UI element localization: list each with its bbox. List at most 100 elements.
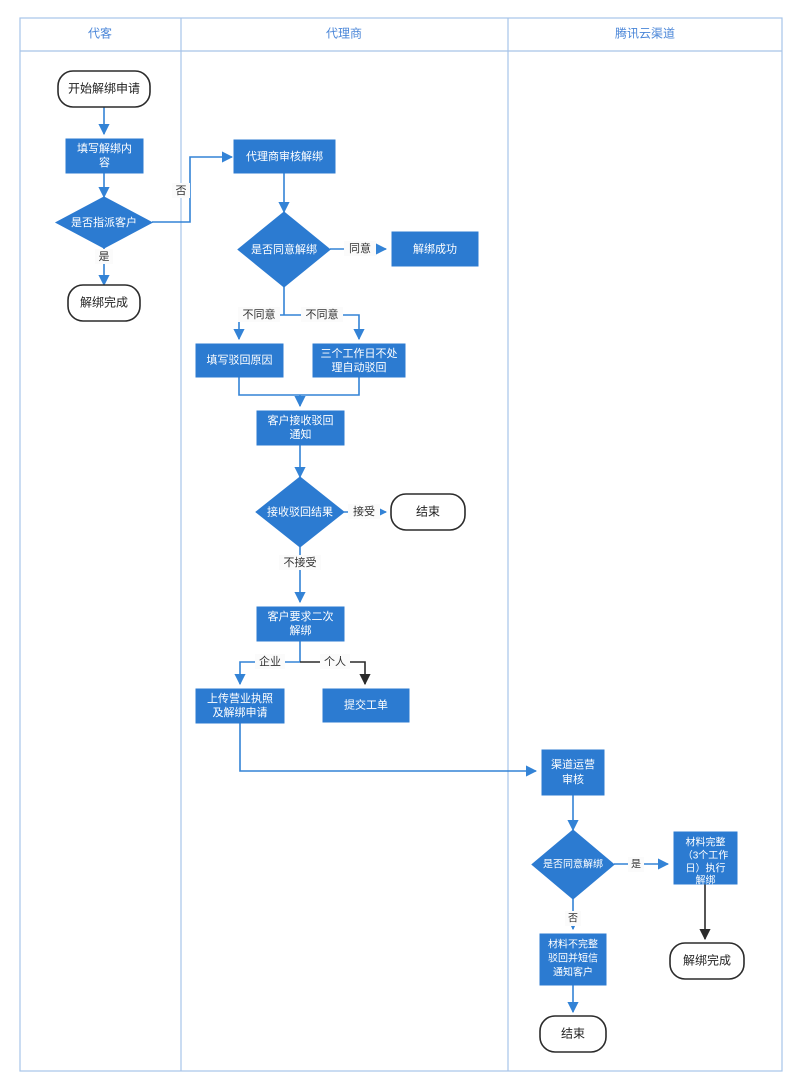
lane-header-customer: 代客 (88, 26, 112, 41)
edge-label-bg-enterprise (255, 654, 285, 669)
node-label-n13-line2: 解绑 (290, 623, 312, 637)
node-label-n13-line1: 客户要求二次 (268, 609, 334, 623)
node-unbind-complete-customer[interactable]: 解绑完成 (67, 284, 141, 322)
edge-label-bg-tc-no (565, 911, 581, 926)
node-auto-reject-3days[interactable]: 三个工作日不处 理自动驳回 (312, 343, 406, 378)
node-label-n18-line4: 解绑 (696, 874, 716, 887)
edge-reason-merge (238, 377, 300, 396)
node-customer-receive-reject-notice[interactable]: 客户接收驳回 通知 (256, 410, 345, 446)
node-label-n6: 是否同意解绑 (251, 242, 317, 256)
node-label-n2-line2: 容 (99, 155, 110, 169)
edge-label-bg-no-assign (172, 183, 190, 198)
node-label-n7: 解绑成功 (413, 241, 457, 255)
edge-label-personal: 个人 (324, 655, 346, 668)
edge-label-yes-assign: 是 (99, 250, 110, 263)
node-fill-unbind-content[interactable]: 填写解绑内 容 (65, 138, 144, 174)
node-shape-process[interactable] (256, 410, 345, 446)
node-label-n9-line1: 三个工作日不处 (321, 347, 398, 360)
node-agent-review-unbind[interactable]: 代理商审核解绑 (233, 139, 336, 174)
node-label-n19: 解绑完成 (683, 953, 731, 968)
node-start-unbind-request[interactable]: 开始解绑申请 (57, 70, 151, 108)
node-shape-decision[interactable] (255, 476, 345, 548)
node-shape-decision[interactable] (531, 829, 615, 900)
node-customer-request-second-unbind[interactable]: 客户要求二次 解绑 (256, 606, 345, 642)
node-shape-terminator[interactable] (539, 1015, 607, 1053)
node-label-n10-line2: 通知 (290, 427, 312, 441)
swimlane-frame (19, 17, 783, 1072)
node-decide-assign-customer[interactable]: 是否指派客户 (54, 196, 154, 249)
node-receive-reject-result[interactable]: 接收驳回结果 (255, 476, 345, 548)
node-end-agent[interactable]: 结束 (390, 493, 466, 531)
node-shape-process[interactable] (233, 139, 336, 174)
edge-label-accept: 接受 (353, 505, 375, 518)
node-label-n20-line2: 驳回并短信 (548, 952, 598, 965)
node-agent-decide-agree[interactable]: 是否同意解绑 (237, 211, 331, 288)
edge-assign-no (152, 151, 234, 223)
edge-label-bg-tc-yes (628, 857, 644, 872)
node-shape-decision[interactable] (54, 196, 154, 249)
node-tencent-decide-agree[interactable]: 是否同意解绑 (531, 829, 615, 900)
node-end-tencent[interactable]: 结束 (539, 1015, 607, 1053)
node-label-n10-line1: 客户接收驳回 (268, 413, 334, 427)
node-shape-terminator[interactable] (669, 942, 745, 980)
node-label-n5: 代理商审核解绑 (246, 149, 323, 163)
edge-upload-to-channel (239, 723, 538, 777)
edge-label-bg-disagree-left (238, 307, 280, 322)
node-label-n20-line3: 通知客户 (553, 966, 593, 979)
node-shape-terminator[interactable] (67, 284, 141, 322)
node-label-n16-line2: 审核 (562, 772, 584, 786)
node-label-n18-line1: 材料完整 (686, 836, 726, 849)
node-label-n2-line1: 填写解绑内 (77, 141, 132, 155)
node-shape-process[interactable] (539, 933, 607, 986)
edge-label-disagree-right: 不同意 (306, 307, 339, 321)
edge-label-tc-no: 否 (568, 913, 578, 925)
node-shape-process[interactable] (322, 688, 410, 723)
node-shape-process[interactable] (673, 831, 738, 885)
node-shape-terminator[interactable] (57, 70, 151, 108)
edge-label-bg-disagree-right (301, 307, 343, 322)
edge-label-bg-agree (344, 241, 376, 256)
node-materials-incomplete-reject-sms[interactable]: 材料不完整 驳回并短信 通知客户 (539, 933, 607, 986)
edge-label-agree: 同意 (349, 241, 371, 255)
lane-header-tencent: 腾讯云渠道 (615, 26, 675, 41)
node-shape-process[interactable] (391, 231, 479, 267)
node-channel-operation-review[interactable]: 渠道运营 审核 (541, 749, 605, 796)
lane-headers: 代客 代理商 腾讯云渠道 (88, 26, 675, 41)
node-shape-process[interactable] (312, 343, 406, 378)
node-shape-process[interactable] (195, 343, 284, 378)
node-label-n12: 结束 (416, 505, 440, 519)
lane-header-agent: 代理商 (326, 26, 362, 41)
node-unbind-complete-tencent[interactable]: 解绑完成 (669, 942, 745, 980)
node-label-n1: 开始解绑申请 (68, 82, 140, 96)
node-label-n21: 结束 (561, 1027, 585, 1041)
node-label-n18-line2: （3个工作 (683, 850, 729, 862)
node-fill-reject-reason[interactable]: 填写驳回原因 (195, 343, 284, 378)
node-label-n9-line2: 理自动驳回 (332, 361, 387, 374)
node-upload-license-and-application[interactable]: 上传营业执照 及解绑申请 (195, 688, 285, 724)
node-label-n3: 是否指派客户 (71, 215, 137, 229)
node-label-n15: 提交工单 (344, 697, 388, 711)
node-label-n8: 填写驳回原因 (207, 352, 273, 366)
node-label-n14-line2: 及解绑申请 (213, 705, 268, 719)
node-unbind-success[interactable]: 解绑成功 (391, 231, 479, 267)
node-shape-process[interactable] (541, 749, 605, 796)
node-label-n4: 解绑完成 (80, 295, 128, 310)
node-shape-process[interactable] (65, 138, 144, 174)
edge-label-bg-accept (348, 504, 380, 519)
node-shape-process[interactable] (256, 606, 345, 642)
edge-label-no-assign: 否 (176, 185, 187, 197)
node-submit-ticket[interactable]: 提交工单 (322, 688, 410, 723)
node-shape-process[interactable] (195, 688, 285, 724)
edge-labels: 否 是 同意 不同意 不同意 接受 不接受 企业 个人 是 否 (95, 183, 644, 926)
edge-label-enterprise: 企业 (259, 654, 281, 668)
edge-label-bg-personal (320, 654, 350, 669)
outer-frame (19, 17, 783, 1072)
node-materials-complete-execute-unbind[interactable]: 材料完整 （3个工作 日）执行 解绑 (673, 831, 738, 887)
node-label-n20-line1: 材料不完整 (548, 938, 598, 951)
node-shape-terminator[interactable] (390, 493, 466, 531)
edge-label-not-accept: 不接受 (284, 556, 317, 569)
node-shape-decision[interactable] (237, 211, 331, 288)
node-label-n14-line1: 上传营业执照 (207, 691, 273, 705)
